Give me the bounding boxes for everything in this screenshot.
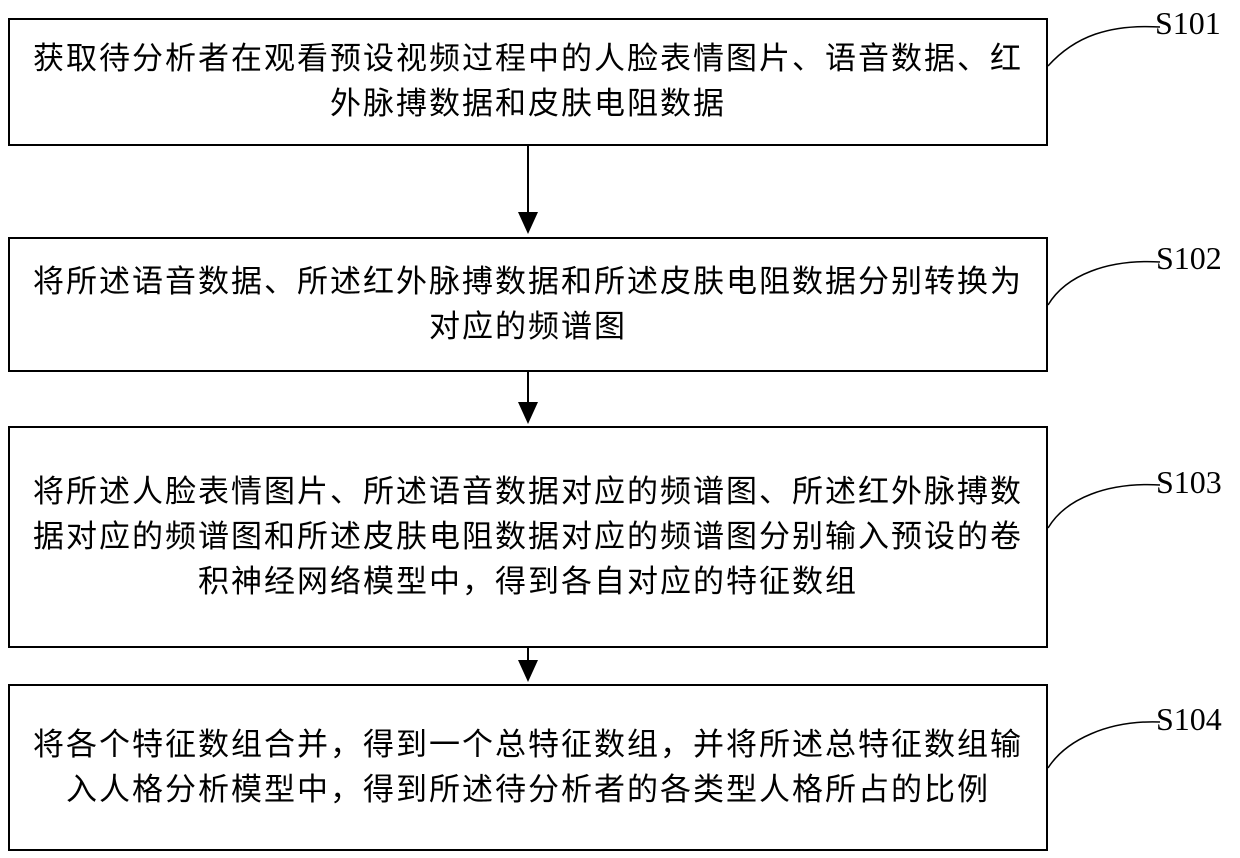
- step-text-s103: 将所述人脸表情图片、所述语音数据对应的频谱图、所述红外脉搏数据对应的频谱图和所述…: [10, 470, 1046, 605]
- step-label-s102: S102: [1156, 241, 1222, 275]
- step-box-s101: 获取待分析者在观看预设视频过程中的人脸表情图片、语音数据、红外脉搏数据和皮肤电阻…: [8, 18, 1048, 146]
- leader-line-s101: [1048, 27, 1160, 66]
- arrow-s102-to-s103: [518, 372, 538, 424]
- leader-line-s102: [1048, 262, 1160, 305]
- step-box-s102: 将所述语音数据、所述红外脉搏数据和所述皮肤电阻数据分别转换为对应的频谱图: [8, 237, 1048, 372]
- step-text-s102: 将所述语音数据、所述红外脉搏数据和所述皮肤电阻数据分别转换为对应的频谱图: [10, 260, 1046, 350]
- step-box-s104: 将各个特征数组合并，得到一个总特征数组，并将所述总特征数组输入人格分析模型中，得…: [8, 684, 1048, 851]
- arrow-s103-to-s104: [518, 648, 538, 682]
- arrow-s101-to-s102: [518, 146, 538, 234]
- leader-line-s103: [1048, 485, 1160, 528]
- step-box-s103: 将所述人脸表情图片、所述语音数据对应的频谱图、所述红外脉搏数据对应的频谱图和所述…: [8, 426, 1048, 648]
- step-label-s101: S101: [1155, 6, 1221, 40]
- leader-line-s104: [1048, 722, 1160, 768]
- step-label-s103: S103: [1156, 465, 1222, 499]
- step-text-s104: 将各个特征数组合并，得到一个总特征数组，并将所述总特征数组输入人格分析模型中，得…: [10, 723, 1046, 813]
- step-text-s101: 获取待分析者在观看预设视频过程中的人脸表情图片、语音数据、红外脉搏数据和皮肤电阻…: [10, 37, 1046, 127]
- step-label-s104: S104: [1156, 702, 1222, 736]
